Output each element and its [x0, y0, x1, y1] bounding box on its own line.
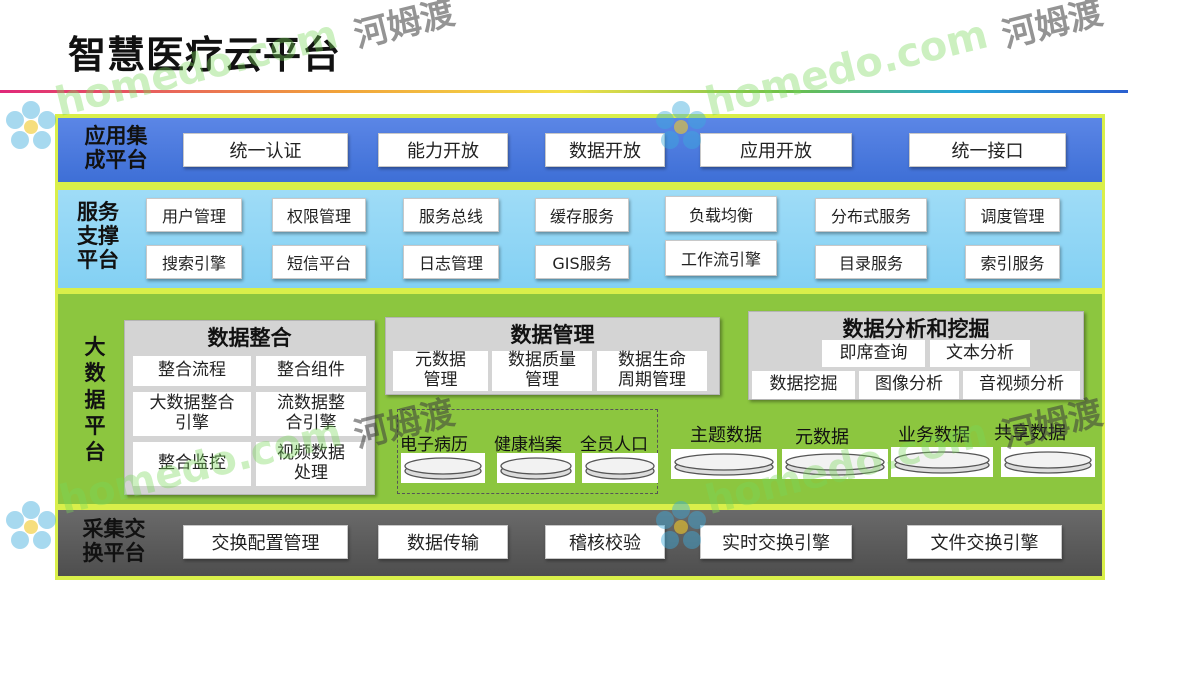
analysis-cell-text: 文本分析	[930, 340, 1030, 367]
integration-cell-process: 整合流程	[133, 356, 251, 386]
page-title: 智慧医疗云平台	[68, 33, 342, 77]
data-management-title: 数据管理	[510, 323, 595, 347]
service-item-log-mgmt: 日志管理	[403, 245, 499, 279]
service-layer-label: 服务 支撑 平台	[77, 200, 119, 273]
database-icon	[582, 453, 658, 483]
service-item-gis: GIS服务	[535, 245, 629, 279]
collect-item-config: 交换配置管理	[183, 525, 348, 559]
watermark-cn-text: 河姆渡	[350, 0, 459, 57]
database-icon	[671, 449, 777, 479]
analysis-cell-mining: 数据挖掘	[752, 371, 855, 399]
db-label-health-record: 健康档案	[494, 435, 562, 455]
database-icon	[1001, 447, 1095, 477]
integration-cell-stream-engine: 流数据整 合引擎	[256, 392, 366, 436]
db-label-business: 业务数据	[898, 425, 970, 446]
integration-cell-video: 视频数据 处理	[256, 442, 366, 486]
analysis-cell-av: 音视频分析	[963, 371, 1080, 399]
service-item-service-bus: 服务总线	[403, 198, 499, 232]
bigdata-layer-label: 大 数 据 平 台	[84, 335, 106, 464]
management-cell-metadata: 元数据 管理	[393, 351, 488, 391]
management-cell-quality: 数据质量 管理	[492, 351, 592, 391]
app-item-unified-auth: 统一认证	[183, 133, 348, 167]
db-label-emr: 电子病历	[400, 435, 468, 455]
data-integration-title: 数据整合	[207, 326, 292, 350]
app-item-unified-interface: 统一接口	[909, 133, 1066, 167]
watermark-brand-text: homedo.com	[700, 11, 993, 126]
service-item-workflow: 工作流引擎	[665, 240, 777, 276]
service-item-sms: 短信平台	[272, 245, 366, 279]
db-label-theme: 主题数据	[690, 425, 762, 446]
database-icon	[891, 447, 993, 477]
watermark-cn-text: 河姆渡	[998, 0, 1107, 57]
data-analysis-title: 数据分析和挖掘	[842, 317, 990, 341]
collect-layer-label: 采集交 换平台	[82, 517, 146, 566]
watermark-flower-icon	[6, 101, 56, 149]
app-item-data-open: 数据开放	[545, 133, 665, 167]
grouped-databases-box	[397, 409, 658, 494]
analysis-cell-image: 图像分析	[859, 371, 959, 399]
service-item-distributed: 分布式服务	[815, 198, 927, 232]
db-label-metadata: 元数据	[795, 427, 849, 448]
database-icon	[497, 453, 575, 483]
service-item-index: 索引服务	[965, 245, 1060, 279]
collect-item-file-engine: 文件交换引擎	[907, 525, 1062, 559]
service-item-user-mgmt: 用户管理	[146, 198, 242, 232]
db-label-population: 全员人口	[580, 435, 648, 455]
watermark-flower-icon	[6, 501, 56, 549]
service-item-load-balance: 负载均衡	[665, 196, 777, 232]
analysis-cell-adhoc-query: 即席查询	[822, 340, 925, 367]
service-item-scheduling: 调度管理	[965, 198, 1060, 232]
app-item-capability-open: 能力开放	[378, 133, 508, 167]
integration-cell-monitor: 整合监控	[133, 442, 251, 486]
app-layer-label: 应用集 成平台	[84, 124, 148, 173]
database-icon	[782, 449, 888, 479]
integration-cell-component: 整合组件	[256, 356, 366, 386]
service-item-search-engine: 搜索引擎	[146, 245, 242, 279]
integration-cell-bigdata-engine: 大数据整合 引擎	[133, 392, 251, 436]
db-label-shared: 共享数据	[994, 423, 1066, 444]
service-item-directory: 目录服务	[815, 245, 927, 279]
collect-item-realtime-engine: 实时交换引擎	[700, 525, 852, 559]
database-icon	[401, 453, 485, 483]
management-cell-lifecycle: 数据生命 周期管理	[597, 351, 707, 391]
service-item-cache: 缓存服务	[535, 198, 629, 232]
service-item-permission-mgmt: 权限管理	[272, 198, 366, 232]
app-item-app-open: 应用开放	[700, 133, 852, 167]
title-gradient-rule	[0, 90, 1128, 93]
collect-item-transfer: 数据传输	[378, 525, 508, 559]
collect-item-audit: 稽核校验	[545, 525, 665, 559]
